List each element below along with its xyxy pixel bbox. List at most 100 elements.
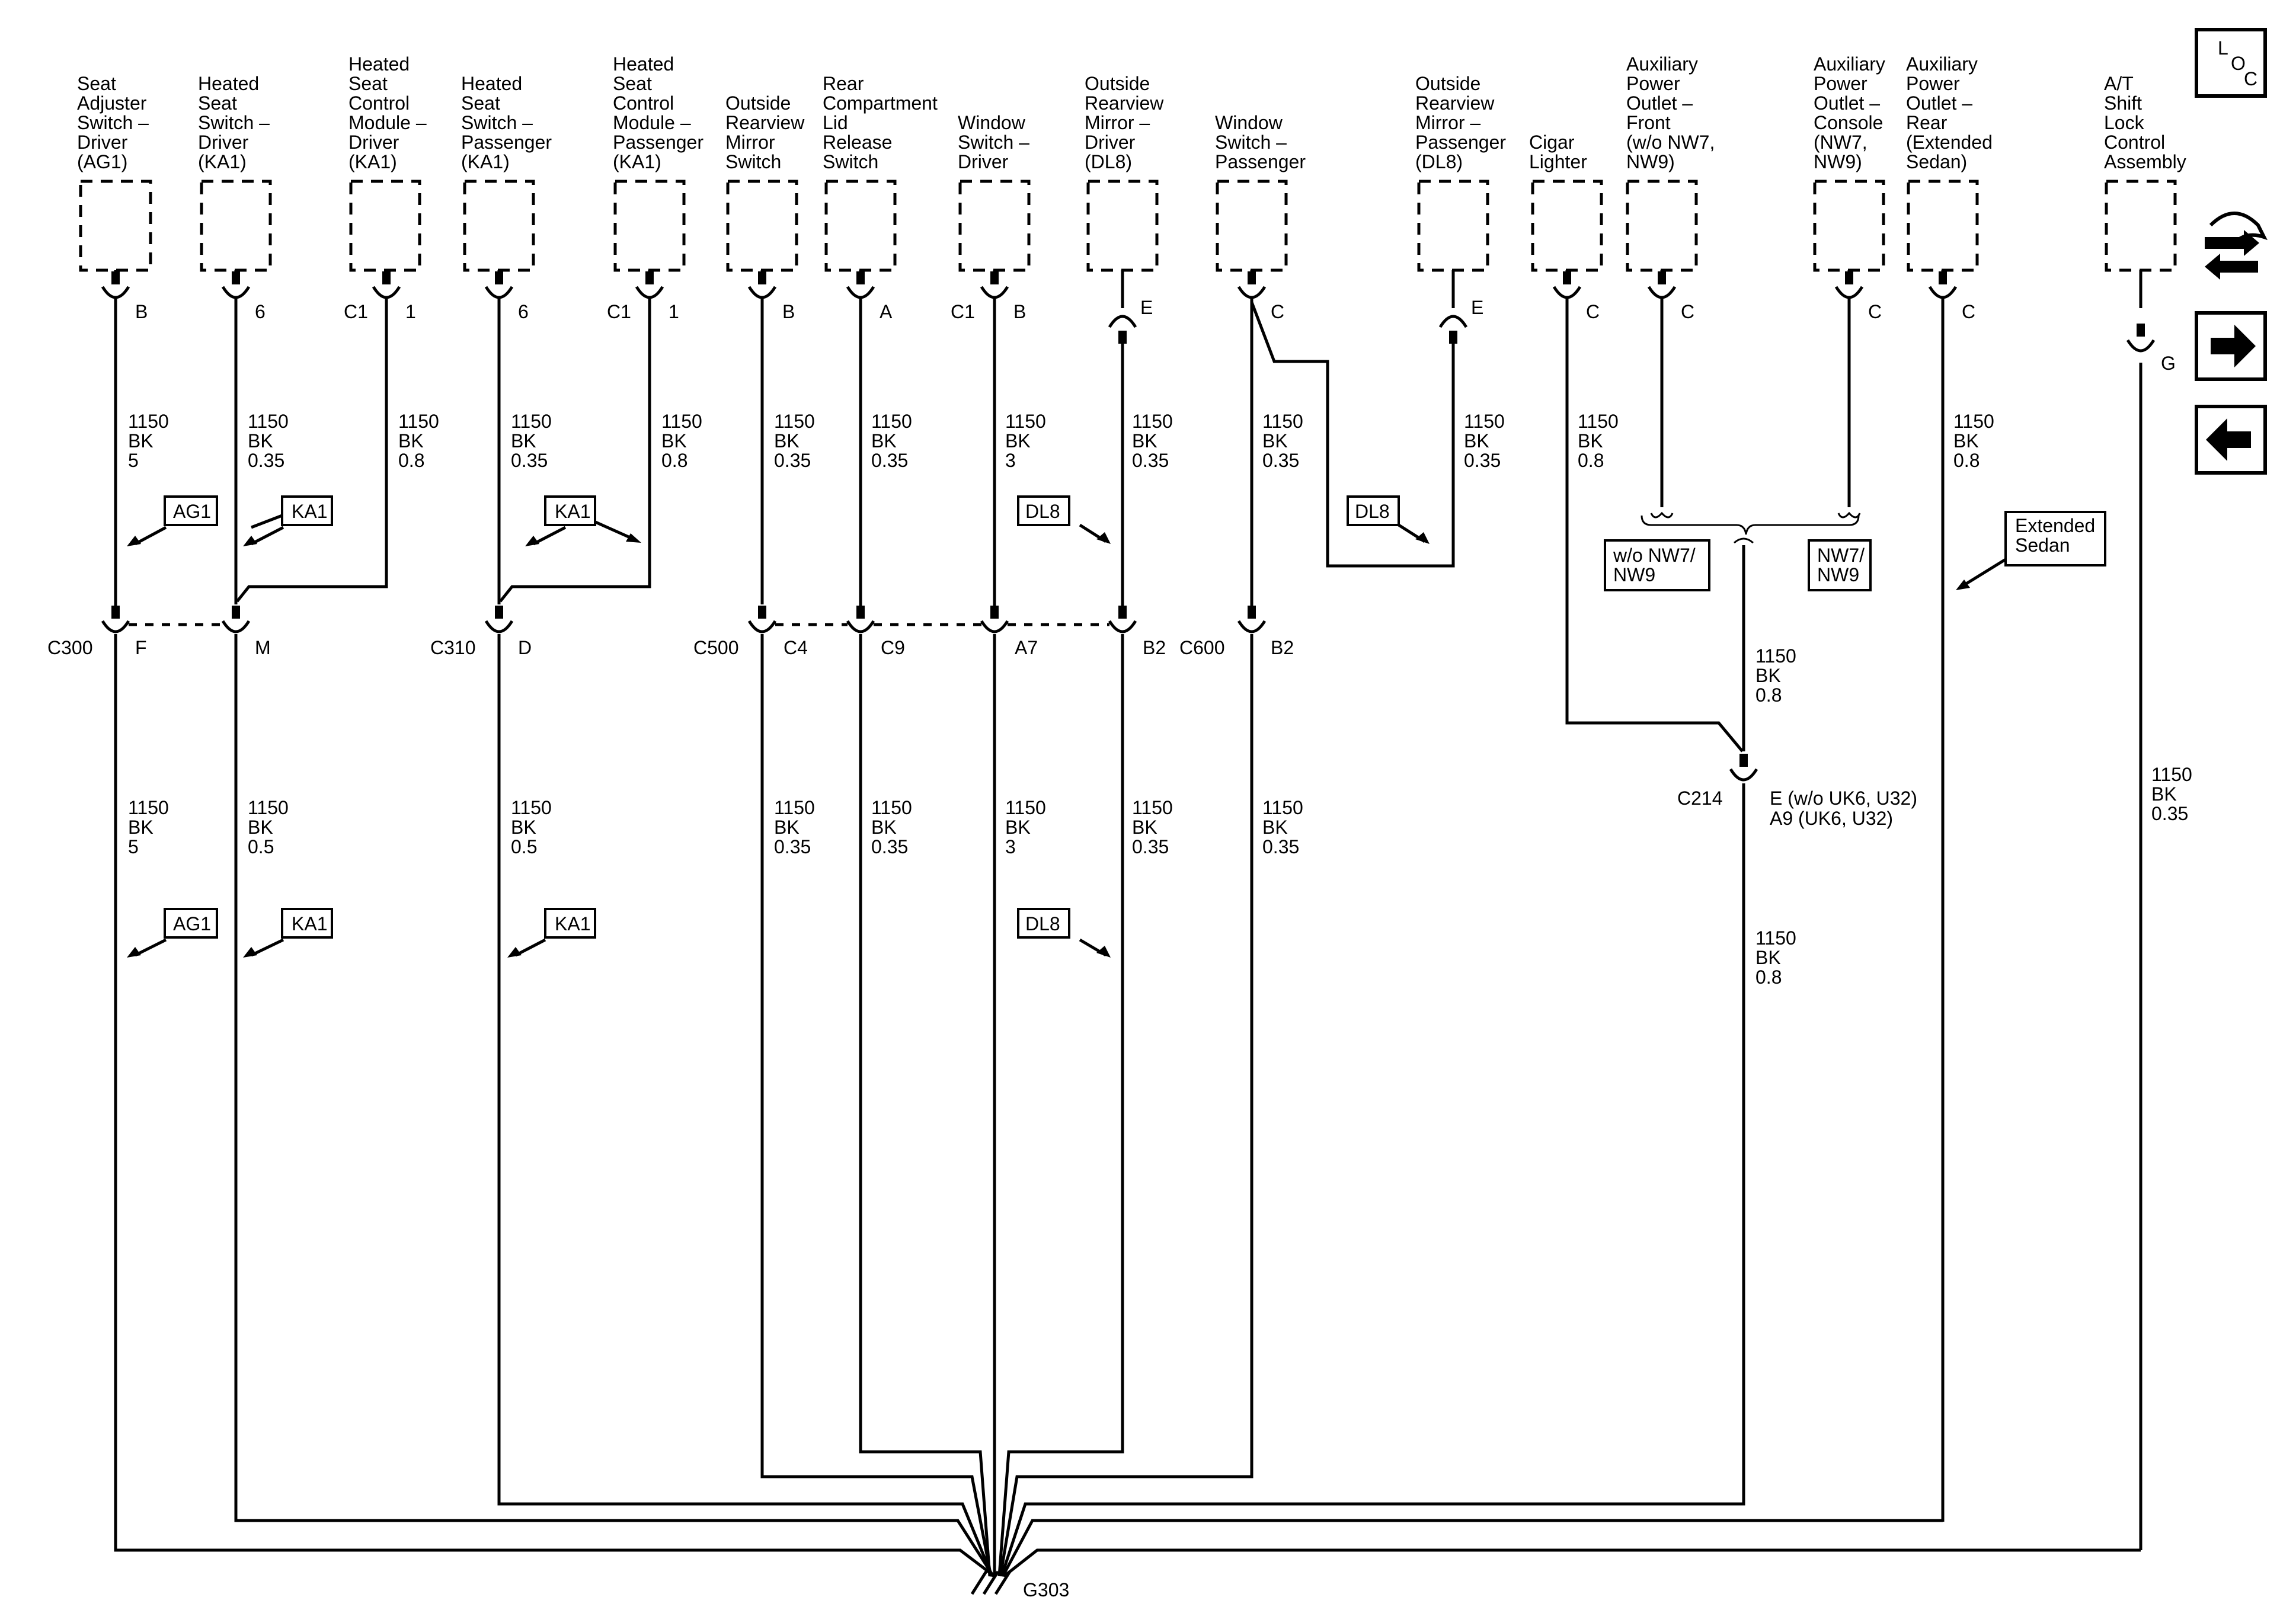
component-box — [463, 180, 535, 272]
option-tag — [1017, 908, 1070, 939]
connector-c500-label: C500 — [693, 637, 739, 658]
option-tags-lower — [127, 908, 1111, 958]
pin-label: C — [1962, 301, 1975, 322]
pin-label: 6 — [518, 301, 529, 322]
pin-label: A — [880, 301, 893, 322]
pin-label: M — [255, 637, 271, 658]
option-tag — [1347, 495, 1400, 526]
option-box-nw7 — [1808, 539, 1872, 591]
component-box — [2105, 180, 2177, 272]
pin-label: E — [1471, 297, 1483, 318]
connector-c310-label: C310 — [430, 637, 476, 658]
ground-label: G303 — [1023, 1579, 1069, 1601]
component-box — [1417, 180, 1489, 272]
component-box — [726, 180, 798, 272]
pin-label: G — [2161, 353, 2176, 374]
pin-label: 6 — [255, 301, 266, 322]
component-box — [824, 180, 897, 272]
pin-label: 1 — [669, 301, 679, 322]
pin-label: B — [782, 301, 795, 322]
loc-letter-l: L — [2218, 37, 2228, 59]
option-tag-label: DL8 — [1355, 501, 1390, 522]
pin-label: B — [135, 301, 148, 322]
component-pin-connectors — [101, 270, 2156, 353]
connector-view-icon[interactable] — [2205, 212, 2268, 280]
option-box-without-nw7 — [1604, 539, 1710, 591]
component-box — [1531, 180, 1603, 272]
component-box — [1216, 180, 1288, 272]
component-box — [79, 180, 152, 272]
inline-connector-row — [101, 606, 1267, 633]
connector-c600-label: C600 — [1179, 637, 1225, 658]
option-tag — [281, 908, 333, 939]
pin-label: C9 — [881, 637, 905, 658]
option-box-label: NW7/NW9 — [1817, 545, 1865, 585]
option-tag — [544, 908, 596, 939]
component-boxes — [79, 180, 2177, 272]
option-tag — [281, 495, 333, 526]
option-tag — [164, 908, 218, 939]
next-page-button[interactable] — [2195, 311, 2267, 381]
option-tag-label: KA1 — [555, 913, 590, 934]
component-box — [1086, 180, 1159, 272]
component-box — [1626, 180, 1698, 272]
pin-label: C1 — [951, 301, 975, 322]
option-tag — [1017, 495, 1070, 526]
option-tag-label: KA1 — [292, 501, 327, 522]
previous-page-button[interactable] — [2195, 405, 2267, 475]
wires — [114, 297, 2142, 1550]
pin-label: B — [1013, 301, 1026, 322]
arrow-left-icon — [2206, 418, 2251, 461]
pin-label: B2 — [1143, 637, 1166, 658]
splice-option-boxes — [1604, 539, 1872, 591]
pin-label: C — [1271, 301, 1284, 322]
loc-button[interactable]: L O C — [2195, 28, 2267, 98]
option-tag-label: DL8 — [1025, 913, 1060, 934]
component-box — [349, 180, 421, 272]
option-box-extended-sedan — [2004, 511, 2106, 566]
loc-letter-c: C — [2244, 68, 2257, 89]
option-tag-label: AG1 — [173, 501, 211, 522]
pin-label: E — [1140, 297, 1153, 318]
pin-label: A7 — [1015, 637, 1038, 658]
option-tag-label: KA1 — [292, 913, 327, 934]
pin-label: 1 — [405, 301, 416, 322]
ground-symbol — [970, 1570, 1012, 1595]
pin-label: C — [1868, 301, 1882, 322]
option-tag — [164, 495, 218, 526]
pin-label: C — [1681, 301, 1694, 322]
option-tag-label: AG1 — [173, 913, 211, 934]
